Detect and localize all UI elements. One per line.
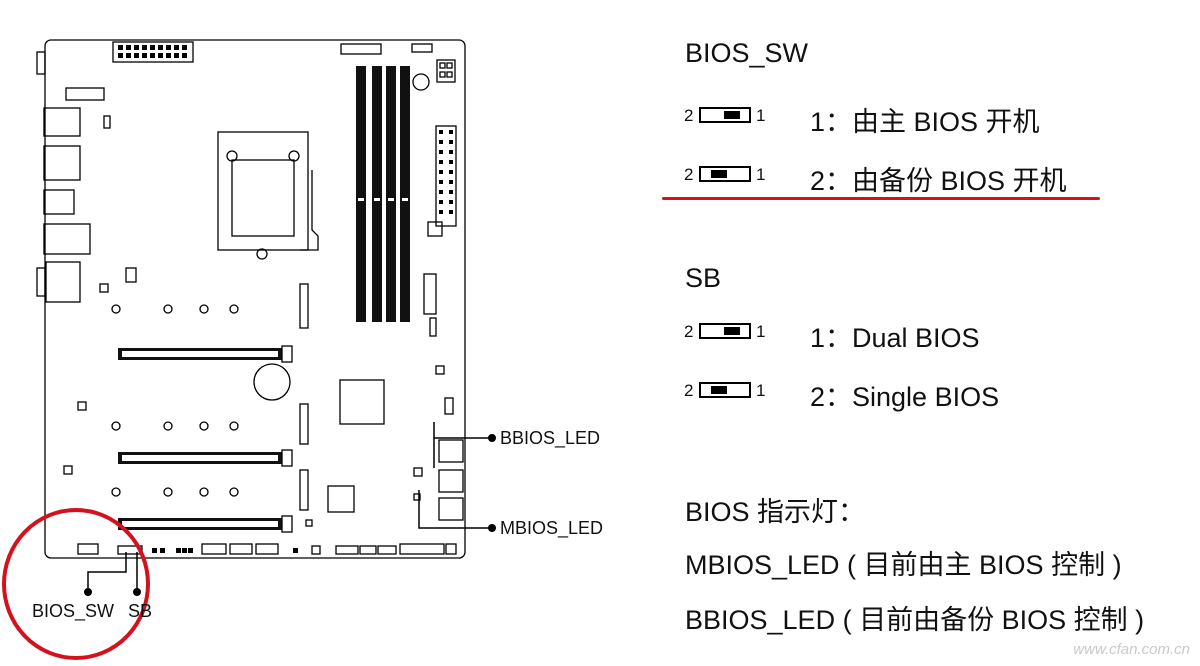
dip-switch-icon [699, 323, 751, 339]
dip-switch-icon [699, 166, 751, 182]
bios-sw-label: BIOS_SW [32, 601, 115, 621]
pin-label-left: 2 [684, 165, 694, 184]
dip-switch-icon [699, 107, 751, 123]
pin-label-right: 1 [756, 165, 766, 184]
option-text: 1：由主 BIOS 开机 [810, 107, 1040, 137]
pin-label-left: 2 [684, 106, 694, 125]
motherboard-diagram [2, 39, 496, 660]
bios-sw-title: BIOS_SW [685, 38, 809, 68]
pin-label-left: 2 [684, 322, 694, 341]
pin-label-right: 1 [756, 381, 766, 400]
pin-label-right: 1 [756, 106, 766, 125]
led-title: BIOS 指示灯： [685, 497, 866, 527]
bbios-led-label: BBIOS_LED [500, 428, 601, 448]
watermark: www.cfan.com.cn [1073, 641, 1190, 658]
option-text: 1：Dual BIOS [810, 323, 980, 353]
highlight-underline [662, 197, 1100, 200]
led-line-mbios: MBIOS_LED ( 目前由主 BIOS 控制 ) [685, 550, 1122, 580]
sb-label: SB [128, 601, 153, 621]
pin-label-left: 2 [684, 381, 694, 400]
option-text: 2：由备份 BIOS 开机 [810, 166, 1067, 196]
pin-label-right: 1 [756, 322, 766, 341]
sb-title: SB [685, 263, 722, 293]
option-text: 2：Single BIOS [810, 382, 1000, 412]
dip-switch-icon [699, 382, 751, 398]
mbios-led-label: MBIOS_LED [500, 518, 604, 538]
led-line-bbios: BBIOS_LED ( 目前由备份 BIOS 控制 ) [685, 605, 1145, 635]
